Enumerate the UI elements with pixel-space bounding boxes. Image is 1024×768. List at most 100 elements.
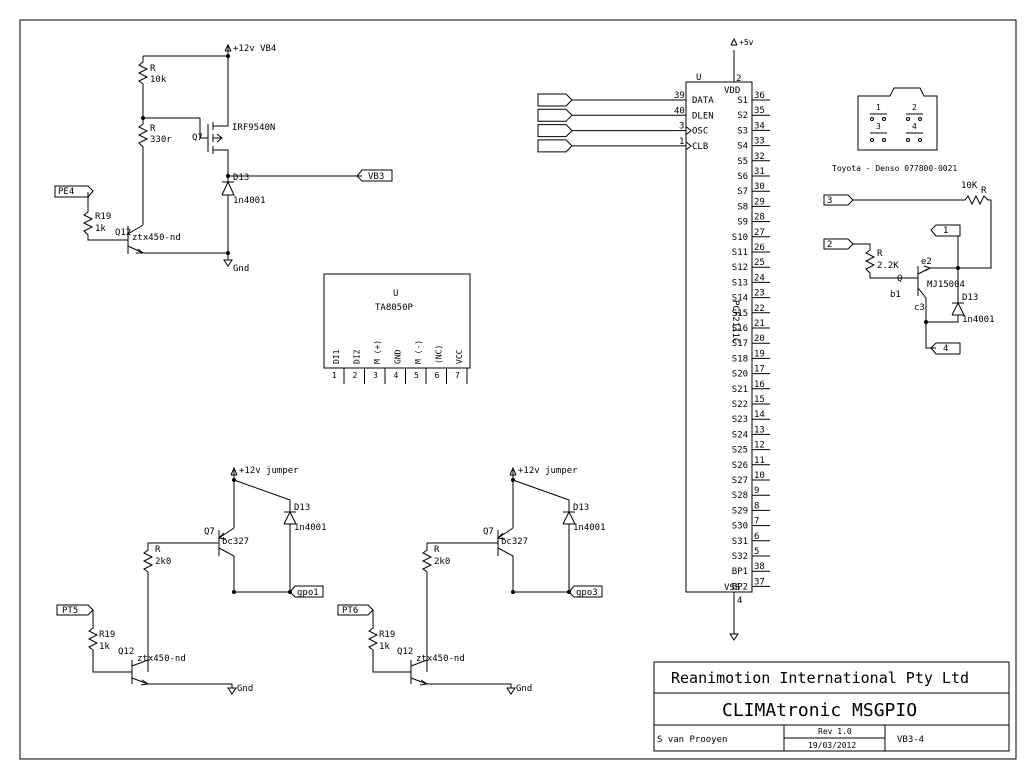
pcf-right-pin-number: 17 [754,365,765,375]
circuit-top-left: +12v VB4 R 10k R 330r Q7 IRF9540N VB3 D1… [54,43,393,274]
pcf-right-pin-number: 36 [754,91,765,101]
circuit-bottom-2: +12v jumper D13 1n4001 Q7 bc327 gpo3 R 2… [337,466,606,695]
pcf-right-pin-name: S24 [732,430,748,440]
pcf-right-pin-name: BP2 [732,582,748,592]
power-jumper-label: +12v jumper [239,466,299,476]
pcf-right-pin-number: 19 [754,349,765,359]
ta8050-pin-number: 4 [394,371,399,380]
circuit-top-left-r1-val-label: 10k [150,75,167,85]
power-gnd-label: Gnd [233,264,249,274]
circuit-bottom-2-r19-ref-label: R19 [379,630,395,640]
pcf-input-port [537,139,573,153]
circuit-top-left-r2-val-label: 330r [150,135,172,145]
ta8050-part-label: TA8050P [375,303,414,313]
pcf2111c-vdd-label: VDD [724,86,740,96]
circuit-right-q-part-label: MJ15004 [927,280,965,290]
circuit-top-left-r1-ref-label: R [150,64,156,74]
pcf-right-pin-name: S23 [732,415,748,425]
pcf-left-pin-number: 3 [679,122,684,132]
pcf-right-pin-number: 30 [754,182,765,192]
pcf2111c-vss-pin-label: 4 [737,596,742,606]
pcf-right-pin-number: 25 [754,258,765,268]
circuit-top-left-r19-ref-label: R19 [95,212,111,222]
circuit-bottom-1-r-ref-label: R [155,545,161,555]
circuit-right: 3 10K R 1 2 R 2.2K Q e2 MJ15004 b1 c3 D1… [823,181,995,355]
circuit-top-left-out-port-label: VB3 [368,172,384,182]
circuit-top-left-q7-ref-label: Q7 [192,133,203,143]
circuit-right-port3-label: 3 [827,196,832,206]
circuit-right-d-ref-label: D13 [962,293,978,303]
company-name: Reanimotion International Pty Ltd [671,669,969,687]
connector-pins-0-label: 1 [876,103,881,112]
pcf-input-port [537,93,573,107]
pcf-left-pin-name: OSC [692,127,708,137]
power-gnd-label: Gnd [237,684,253,694]
circuit-bottom-2-d-part-label: 1n4001 [573,523,606,533]
pcf-left-pin-name: DLEN [692,111,714,121]
pcf-right-pin-name: S30 [732,522,748,532]
circuit-right-port4-label: 4 [943,344,948,354]
pcf-right-pin-number: 26 [754,243,765,253]
pcf-right-pin-name: S10 [732,233,748,243]
pcf-right-pin-name: S21 [732,385,748,395]
pcf-right-pin-number: 21 [754,319,765,329]
pcf-right-pin-name: S22 [732,400,748,410]
circuit-right-port2-label: 2 [827,240,832,250]
connector-label: Toyota - Denso 077800-0021 [832,164,957,173]
pcf-right-pin-number: 35 [754,106,765,116]
pcf-right-pin-number: 38 [754,562,765,572]
author: S van Prooyen [657,735,727,745]
pcf-left-pin-name: DATA [692,96,714,106]
ta8050-pin-number: 2 [353,371,358,380]
drawing-title: CLIMAtronic MSGPIO [722,700,917,721]
pcf-right-pin-number: 23 [754,289,765,299]
circuit-bottom-1-q12-part-label: ztx450-nd [137,654,186,664]
circuit-bottom-2-q7-ref-label: Q7 [483,527,494,537]
pcf-right-pin-number: 34 [754,121,765,131]
circuit-top-left-d13-part-label: 1n4001 [233,196,266,206]
pcf-right-pin-number: 20 [754,334,765,344]
power-v5-label: +5v [739,38,754,47]
title-block: Reanimotion International Pty Ltd CLIMAt… [653,661,1010,752]
pcf-right-pin-number: 28 [754,213,765,223]
power-gnd-label: Gnd [516,684,532,694]
circuit-bottom-2-d-ref-label: D13 [573,503,589,513]
circuit-bottom-1: +12v jumper D13 1n4001 Q7 bc327 gpo1 R 2… [56,466,327,695]
circuit-bottom-1-q12-ref-label: Q12 [118,647,134,657]
pcf-right-pin-number: 33 [754,137,765,147]
circuit-top-left-q7-part-label: IRF9540N [232,123,275,133]
pcf-right-pin-name: S1 [737,96,748,106]
ta8050-pin-name: M (-) [414,340,423,364]
ta8050-pin-name: DI1 [332,349,341,364]
circuit-bottom-1-q7-part-label: bc327 [222,537,249,547]
circuit-right-e-label: e2 [921,257,932,267]
circuit-bottom-1-q7-ref-label: Q7 [204,527,215,537]
sheet-number: VB3-4 [897,735,924,745]
pcf-right-pin-number: 7 [754,517,759,527]
toyota-connector: 1 2 3 4 Toyota - Denso 077800-0021 [832,87,957,173]
circuit-right-b-label: b1 [890,290,901,300]
circuit-bottom-2-q12-part-label: ztx450-nd [416,654,465,664]
circuit-top-left-in-port-label: PE4 [58,187,74,197]
pcf-right-pin-name: S20 [732,370,748,380]
pcf-right-pin-number: 16 [754,380,765,390]
pcf-right-pin-name: S15 [732,309,748,319]
pcf-right-pin-number: 32 [754,152,765,162]
clock-marker [685,126,692,135]
pcf-right-pin-number: 14 [754,410,765,420]
pcf-right-pin-name: S3 [737,126,748,136]
ta8050-pin-name: DI2 [353,349,362,364]
circuit-top-left-d13-ref-label: D13 [233,173,249,183]
ta8050-pin-name: VCC [455,349,464,364]
pcf-right-pin-name: S6 [737,172,748,182]
circuit-right-r10k-ref-label: R [981,186,987,196]
pcf-right-pin-name: S9 [737,218,748,228]
circuit-top-left-q12-part-label: ztx450-nd [132,233,181,243]
circuit-bottom-1-r19-ref-label: R19 [99,630,115,640]
circuit-bottom-2-r19-val-label: 1k [379,642,390,652]
circuit-bottom-2-r-val-label: 2k0 [434,557,450,567]
circuit-bottom-1-d-ref-label: D13 [294,503,310,513]
